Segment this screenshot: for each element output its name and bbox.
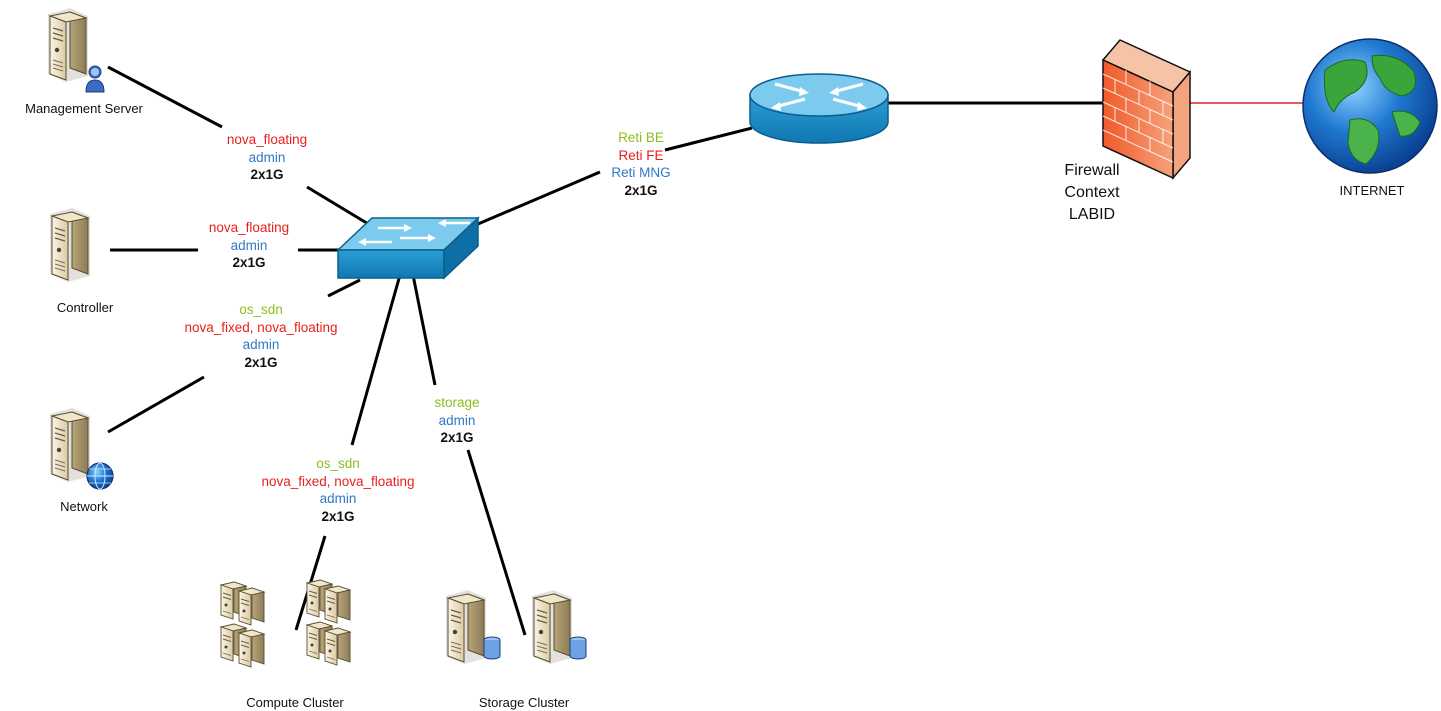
network-label: Network: [60, 499, 108, 514]
compute-cluster-label: Compute Cluster: [246, 695, 344, 710]
link-management-switch: [306, 185, 371, 227]
firewall-label-line-2: Context: [1064, 184, 1120, 201]
link-speed: 2x1G: [440, 430, 474, 445]
link-vlan-red: nova_floating: [208, 220, 290, 235]
link-vlan-blue: admin: [242, 337, 280, 352]
link-vlan-red: nova_fixed, nova_floating: [184, 319, 338, 335]
link-management: [107, 65, 223, 129]
link-speed: 2x1G: [321, 508, 355, 524]
network-server-icon: [49, 407, 114, 490]
switch-icon: [336, 216, 480, 280]
link-net-blue: Reti MNG: [611, 165, 671, 180]
link-vlan-green: os_sdn: [316, 456, 360, 471]
compute-cluster-icon: [220, 579, 351, 668]
router-link-label: Reti BE Reti FE Reti MNG 2x1G: [611, 129, 670, 199]
link-network: [107, 375, 205, 434]
link-speed: 2x1G: [244, 354, 278, 370]
management-server-label: Management Server: [25, 101, 143, 116]
link-storage: [466, 449, 527, 636]
link-speed: 2x1G: [232, 255, 266, 270]
link-network-switch: [327, 278, 361, 298]
link-compute-switch: [350, 274, 402, 446]
link-vlan-blue: admin: [230, 237, 268, 253]
management-link-label: nova_floating admin 2x1G: [227, 131, 307, 184]
link-vlan-blue: admin: [438, 412, 476, 428]
firewall-label: Firewall Context LABID: [1064, 160, 1119, 226]
storage-link-label: storage admin 2x1G: [434, 394, 479, 447]
firewall-icon: [1101, 39, 1192, 181]
storage-cluster-label: Storage Cluster: [478, 695, 570, 710]
controller-link-label: nova_floating admin 2x1G: [209, 219, 289, 272]
link-speed: 2x1G: [250, 167, 284, 182]
controller-label: Controller: [56, 300, 114, 315]
router-icon: [749, 73, 889, 144]
connection-lines: [107, 65, 1305, 636]
compute-link-label: os_sdn nova_fixed, nova_floating admin 2…: [261, 455, 414, 525]
link-vlan-blue: admin: [319, 491, 357, 506]
link-storage-switch: [411, 274, 437, 386]
firewall-label-line-1: Firewall: [1064, 162, 1120, 179]
link-router: [664, 126, 753, 152]
link-vlan-red: nova_fixed, nova_floating: [261, 473, 415, 489]
link-net-red: Reti FE: [618, 147, 664, 163]
firewall-label-line-3: LABID: [1068, 206, 1116, 223]
internet-globe-icon: [1302, 38, 1438, 174]
link-net-green: Reti BE: [618, 130, 664, 145]
link-vlan-green: storage: [434, 395, 480, 410]
management-server-icon: [47, 7, 105, 93]
controller-icon: [49, 207, 91, 283]
network-link-label: os_sdn nova_fixed, nova_floating admin 2…: [184, 301, 337, 371]
storage-cluster-icon: [445, 589, 587, 665]
link-speed: 2x1G: [624, 182, 658, 198]
link-vlan-green: os_sdn: [239, 302, 283, 317]
link-vlan-blue: admin: [248, 149, 286, 165]
link-router-switch: [477, 170, 601, 226]
link-vlan-red: nova_floating: [226, 132, 308, 147]
internet-label: INTERNET: [1339, 183, 1405, 198]
